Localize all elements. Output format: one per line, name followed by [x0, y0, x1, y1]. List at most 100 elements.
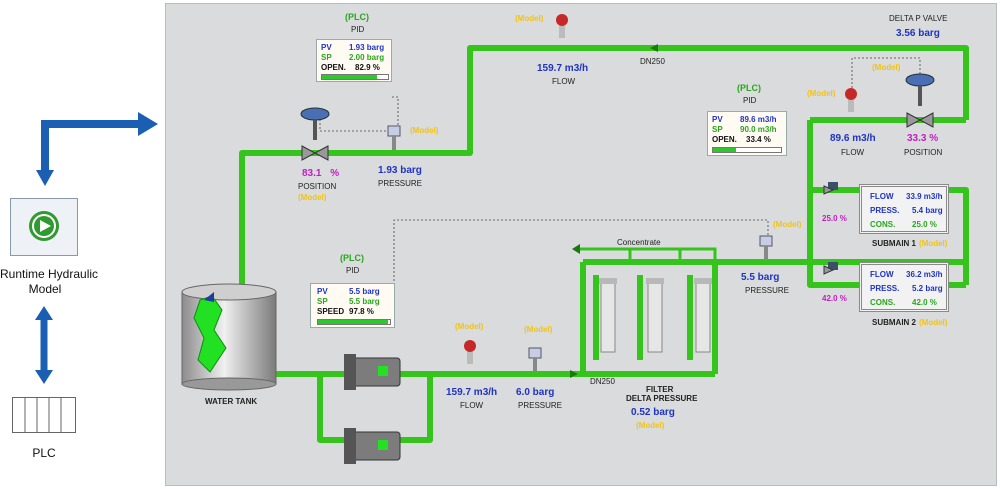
water-tank: [181, 283, 277, 391]
pid-top-title: PID: [351, 25, 365, 34]
pressure-right-value: 5.5 barg: [741, 272, 780, 283]
pressure-right-label: PRESSURE: [745, 286, 790, 295]
pv-label: PV: [321, 43, 332, 52]
submain2-model: (Model): [919, 318, 948, 327]
pressure-bottom-model: (Model): [524, 325, 553, 334]
valve-left-model: (Model): [298, 193, 327, 202]
speed-value: 97.8 %: [349, 307, 374, 316]
pid-right-faceplate[interactable]: PV 89.6 m3/h SP 90.0 m3/h OPEN. 33.4 %: [707, 111, 787, 156]
press-value: 5.4 barg: [912, 206, 943, 215]
open-bar: [321, 74, 389, 80]
submain1-model: (Model): [919, 239, 948, 248]
dn250-top: DN250: [640, 57, 665, 66]
pid-right-title: PID: [743, 96, 757, 105]
filter-model: (Model): [636, 421, 665, 430]
runtime-label-line1: Runtime Hydraulic: [0, 267, 99, 281]
pv-label: PV: [712, 115, 723, 124]
control-valve-right: [905, 73, 935, 128]
arrow-up-head: [35, 306, 53, 320]
submain1-valve-pct: 25.0 %: [822, 214, 847, 223]
open-value: 82.9 %: [355, 63, 380, 72]
concentrate-arrow: [572, 244, 580, 254]
filter-value: 0.52 barg: [631, 407, 675, 418]
flow-value: 33.9 m3/h: [906, 192, 943, 201]
flow-arrow-top: [650, 44, 658, 52]
sp-label: SP: [317, 297, 328, 306]
pv-label: PV: [317, 287, 328, 296]
press-label: PRESS.: [870, 206, 900, 215]
submain2-panel[interactable]: FLOW 36.2 m3/h PRESS. 5.2 barg CONS. 42.…: [859, 262, 949, 312]
sp-label: SP: [321, 53, 332, 62]
filter-vessels: [599, 278, 712, 353]
flow-top-label: FLOW: [552, 77, 576, 86]
pid-bottom-faceplate[interactable]: PV 5.5 barg SP 5.5 barg SPEED 97.8 %: [310, 283, 395, 328]
runtime-model-card[interactable]: [10, 198, 78, 256]
pressure-bottom-label: PRESSURE: [518, 401, 563, 410]
pressure-transmitters: [387, 125, 773, 372]
filter-title1: FILTER: [646, 385, 674, 394]
pid-bottom-title: PID: [346, 266, 360, 275]
delta-p-valve-title: DELTA P VALVE: [889, 14, 948, 23]
sp-label: SP: [712, 125, 723, 134]
pv-value: 89.6 m3/h: [740, 115, 777, 124]
open-label: OPEN.: [712, 135, 737, 144]
scada-panel: [165, 3, 997, 486]
cons-label: CONS.: [870, 220, 896, 229]
press-label: PRESS.: [870, 284, 900, 293]
sp-value: 90.0 m3/h: [740, 125, 777, 134]
pressure-top-value: 1.93 barg: [378, 165, 422, 176]
open-label: OPEN.: [321, 63, 346, 72]
control-valve-left: [300, 107, 330, 161]
pressure-right-model: (Model): [773, 220, 802, 229]
cons-value: 25.0 %: [912, 220, 937, 229]
valve-left-value: 83.1 %: [302, 168, 340, 179]
flow-right-label: FLOW: [841, 148, 865, 157]
submain2-name: SUBMAIN 2: [872, 318, 917, 327]
pressure-top-label: PRESSURE: [378, 179, 423, 188]
position-right-label: POSITION: [904, 148, 943, 157]
pid-top-faceplate[interactable]: PV 1.93 barg SP 2.00 barg OPEN. 82.9 %: [316, 39, 392, 82]
water-tank-label: WATER TANK: [205, 397, 258, 406]
cons-label: CONS.: [870, 298, 896, 307]
flow-bottom-model: (Model): [455, 322, 484, 331]
plc-device[interactable]: [12, 397, 76, 433]
flow-bottom-label: FLOW: [460, 401, 484, 410]
flow-label: FLOW: [870, 270, 894, 279]
flow-right-value: 89.6 m3/h: [830, 133, 876, 144]
submain1-name: SUBMAIN 1: [872, 239, 917, 248]
flow-right-model: (Model): [807, 89, 836, 98]
flow-value: 36.2 m3/h: [906, 270, 943, 279]
flow-arrow-bottom: [570, 370, 578, 378]
elbow-arrow-line: [41, 120, 140, 178]
left-arrows: [35, 112, 158, 384]
arrow-down-head: [36, 170, 54, 186]
press-value: 5.2 barg: [912, 284, 943, 293]
sp-value: 2.00 barg: [349, 53, 385, 62]
position-right-value: 33.3 %: [907, 133, 939, 144]
pid-right-plc-tag: (PLC): [737, 83, 761, 93]
valve-left-label: POSITION: [298, 182, 337, 191]
flow-bottom-value: 159.7 m3/h: [446, 387, 498, 398]
cons-value: 42.0 %: [912, 298, 937, 307]
pump-1: [344, 354, 401, 390]
pv-value: 1.93 barg: [349, 43, 385, 52]
flow-meters: [464, 14, 857, 364]
dn250-bottom: DN250: [590, 377, 615, 386]
submain1-panel[interactable]: FLOW 33.9 m3/h PRESS. 5.4 barg CONS. 25.…: [859, 184, 949, 234]
pump-2: [344, 428, 401, 464]
runtime-label-line2: Model: [28, 282, 62, 296]
filter-title2: DELTA PRESSURE: [626, 394, 698, 403]
play-icon: [29, 211, 59, 241]
concentrate-label: Concentrate: [617, 238, 661, 247]
sp-value: 5.5 barg: [349, 297, 380, 306]
delta-p-valve-value: 3.56 barg: [896, 28, 940, 39]
pid-top-plc-tag: (PLC): [345, 12, 369, 22]
plc-rack-icon: [24, 398, 62, 432]
open-bar: [712, 147, 782, 153]
submain2-valve-pct: 42.0 %: [822, 294, 847, 303]
open-value: 33.4 %: [746, 135, 771, 144]
plc-label: PLC: [32, 446, 56, 460]
arrow-down-head-2: [35, 370, 53, 384]
pressure-bottom-value: 6.0 barg: [516, 387, 555, 398]
